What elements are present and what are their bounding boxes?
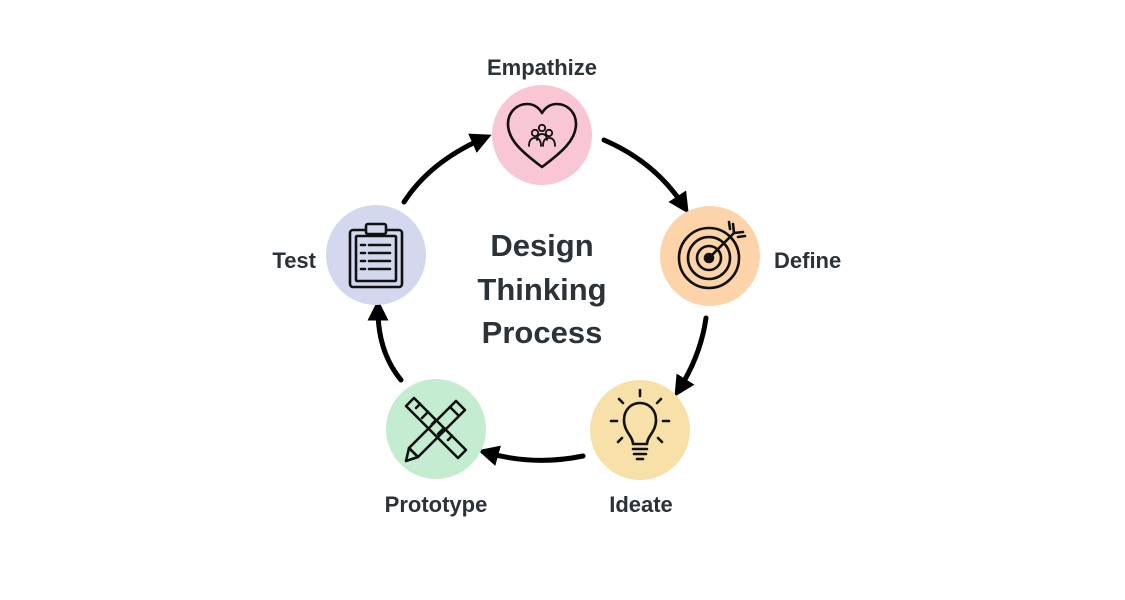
arrow-ideate-to-prototype <box>477 445 586 466</box>
stage-test: Test <box>272 205 426 305</box>
center-title-line-2: Thinking <box>477 272 606 307</box>
stage-ideate: Ideate <box>590 380 690 517</box>
stage-prototype-circle <box>386 379 486 479</box>
arrow-empathize-to-define <box>601 137 689 214</box>
lightbulb-icon <box>609 388 671 461</box>
arrow-test-to-empathize <box>401 133 492 205</box>
arrow-define-to-ideate <box>674 315 709 397</box>
stage-define: Define <box>660 206 841 306</box>
cycle-arrows <box>367 133 709 466</box>
center-title: Design Thinking Process <box>477 228 606 350</box>
stage-empathize-label: Empathize <box>487 55 597 80</box>
target-icon <box>677 220 747 290</box>
stage-empathize: Empathize <box>487 55 597 185</box>
stage-ideate-label: Ideate <box>609 492 673 517</box>
center-title-line-3: Process <box>482 315 603 350</box>
stage-prototype-label: Prototype <box>385 492 488 517</box>
stage-prototype: Prototype <box>385 379 488 517</box>
heart-people-icon <box>506 102 578 169</box>
stage-ideate-circle <box>590 380 690 480</box>
arrow-prototype-to-test <box>367 299 404 383</box>
stage-empathize-circle <box>492 85 592 185</box>
stage-test-label: Test <box>272 248 316 273</box>
stage-define-label: Define <box>774 248 841 273</box>
clipboard-icon <box>348 222 404 289</box>
center-title-line-1: Design <box>490 228 593 263</box>
stage-test-circle <box>326 205 426 305</box>
ruler-pencil-icon <box>404 396 468 463</box>
